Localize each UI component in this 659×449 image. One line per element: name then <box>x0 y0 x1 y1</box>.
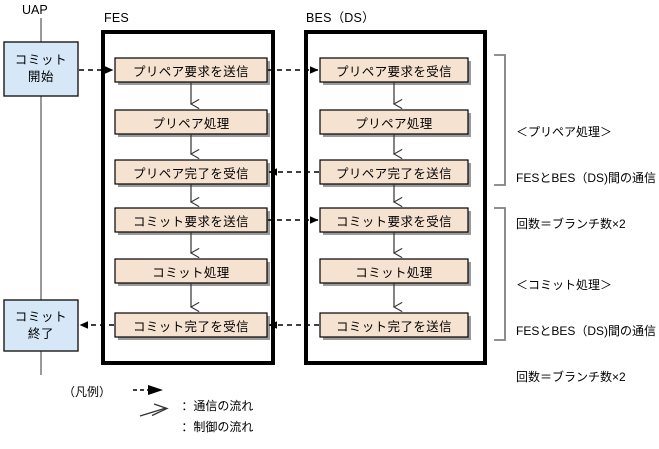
annotation-bracket-prepare <box>494 54 506 186</box>
fes-node-commit-request-send[interactable]: コミット要求を送信 <box>132 214 250 229</box>
bes-node-commit-process[interactable]: コミット処理 <box>355 265 433 280</box>
uap-commit-end-node[interactable]: コミット 終了 <box>4 300 78 351</box>
fes-header-label: FES <box>104 11 129 25</box>
legend-communication-separator: ： <box>181 399 194 413</box>
annotation-bracket-commit <box>494 207 506 341</box>
fes-node-prepare-request-send[interactable]: プリペア要求を送信 <box>132 64 250 79</box>
legend-communication-text: 通信の流れ <box>193 399 254 413</box>
bes-node-prepare-process[interactable]: プリペア処理 <box>355 116 433 131</box>
uap-commit-end-line2: 終了 <box>27 326 55 341</box>
uap-commit-end-shape <box>3 299 79 352</box>
bes-node-shapes <box>319 57 471 340</box>
annotation-prepare: ＜プリペア処理＞ FESとBES（DS)間の通信 回数＝ブランチ数×2 <box>516 94 656 263</box>
bes-node-prepare-complete-send[interactable]: プリペア完了を送信 <box>335 166 453 181</box>
fes-node-prepare-process[interactable]: プリペア処理 <box>152 116 230 131</box>
annotation-prepare-line1: ＜プリペア処理＞ <box>516 124 613 139</box>
bes-header-label: BES（DS） <box>306 11 375 25</box>
annotation-prepare-line2: FESとBES（DS)間の通信 <box>516 170 657 185</box>
annotation-commit-line2: FESとBES（DS)間の通信 <box>516 323 657 338</box>
annotation-commit-line1: ＜コミット処理＞ <box>516 277 613 292</box>
bes-container <box>304 30 487 365</box>
uap-commit-start-shape <box>3 41 79 97</box>
uap-header-label: UAP <box>22 3 48 17</box>
legend-title: （凡例） <box>63 385 112 399</box>
uap-commit-start-node[interactable]: コミット 開始 <box>4 42 78 96</box>
fes-node-prepare-complete-receive[interactable]: プリペア完了を受信 <box>132 166 250 181</box>
diagram-vector-layer <box>3 18 506 417</box>
annotation-prepare-line3: 回数＝ブランチ数×2 <box>516 216 626 231</box>
bes-node-commit-complete-send[interactable]: コミット完了を送信 <box>335 319 453 334</box>
annotation-commit-line3: 回数＝ブランチ数×2 <box>516 369 626 384</box>
diagram-canvas: UAP FES BES（DS） コミット 開始 コミット 終了 プリペア要求を送… <box>3 3 656 434</box>
communication-flow-arrows <box>79 66 319 329</box>
legend-control-flow-label: ：制御の流れ <box>168 404 253 449</box>
fes-node-commit-complete-receive[interactable]: コミット完了を受信 <box>132 319 250 334</box>
fes-node-shapes <box>114 57 270 340</box>
legend-control-arrow-icon <box>139 403 169 417</box>
fes-node-commit-process[interactable]: コミット処理 <box>152 265 230 280</box>
bes-node-commit-request-receive[interactable]: コミット要求を受信 <box>335 214 453 229</box>
legend-communication-flow-label: ：通信の流れ <box>168 383 253 428</box>
annotation-commit: ＜コミット処理＞ FESとBES（DS)間の通信 回数＝ブランチ数×2 <box>516 247 656 416</box>
uap-commit-end-line1: コミット <box>14 309 68 324</box>
legend-control-separator: ： <box>181 420 194 434</box>
legend-communication-arrow-icon <box>133 385 163 395</box>
bes-node-prepare-request-receive[interactable]: プリペア要求を受信 <box>335 64 453 79</box>
uap-commit-start-line2: 開始 <box>27 70 55 84</box>
legend-control-text: 制御の流れ <box>193 420 254 434</box>
fes-container <box>101 30 275 365</box>
uap-commit-start-line1: コミット <box>14 53 68 68</box>
